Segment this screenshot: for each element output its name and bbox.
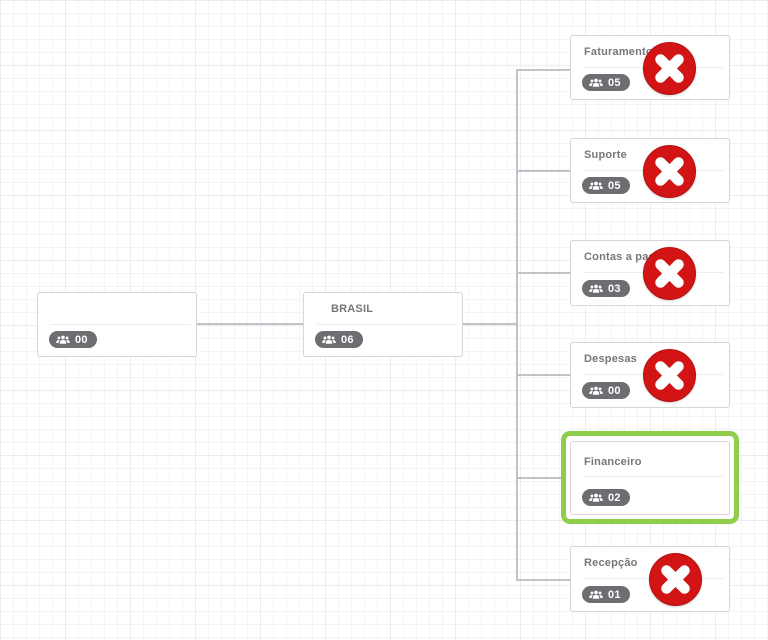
member-count: 00 [75,333,88,346]
node-title: Financeiro [584,456,642,468]
users-icon [589,590,603,600]
connector-stub-financeiro [517,477,561,479]
node-title: Recepção [584,557,638,569]
member-count-badge: 06 [315,331,363,348]
delete-node-button[interactable] [643,349,696,402]
member-count: 01 [608,588,621,601]
delete-node-button[interactable] [643,145,696,198]
node-divider [50,324,191,325]
users-icon [322,335,336,345]
member-count-badge: 03 [582,280,630,297]
member-count-badge: 05 [582,74,630,91]
connector-root-brasil [197,323,303,325]
node-title: Faturamento [584,46,653,58]
users-icon [589,386,603,396]
member-count-badge: 05 [582,177,630,194]
users-icon [589,78,603,88]
connector-trunk [516,69,518,581]
member-count: 03 [608,282,621,295]
org-node-contas-a-pagar[interactable]: Contas a pagar 03 [570,240,730,306]
connector-stub-faturamento [517,69,570,71]
connector-stub-despesas [517,374,570,376]
member-count: 02 [608,491,621,504]
member-count: 00 [608,384,621,397]
member-count-badge: 01 [582,586,630,603]
org-node-suporte[interactable]: Suporte 05 [570,138,730,203]
delete-x-icon [643,247,696,300]
org-node-despesas[interactable]: Despesas 00 [570,342,730,408]
node-divider [583,476,724,477]
connector-stub-recepcao [517,579,570,581]
delete-node-button[interactable] [643,42,696,95]
node-title: Suporte [584,149,627,161]
node-divider [316,324,457,325]
delete-x-icon [643,145,696,198]
node-title: Contas a pagar [584,251,667,263]
delete-node-button[interactable] [649,553,702,606]
org-node-faturamento[interactable]: Faturamento 05 [570,35,730,100]
org-node-financeiro[interactable]: Financeiro 02 [570,441,730,515]
connector-stub-contas-a-pagar [517,272,570,274]
delete-x-icon [643,349,696,402]
org-node-root[interactable]: 00 [37,292,197,357]
node-title: BRASIL [331,303,374,315]
users-icon [56,335,70,345]
member-count: 06 [341,333,354,346]
org-node-recepcao[interactable]: Recepção 01 [570,546,730,612]
org-node-brasil[interactable]: BRASIL 06 [303,292,463,357]
node-title: Despesas [584,353,637,365]
connector-stub-suporte [517,170,570,172]
users-icon [589,181,603,191]
delete-x-icon [643,42,696,95]
users-icon [589,284,603,294]
users-icon [589,493,603,503]
member-count-badge: 00 [49,331,97,348]
delete-node-button[interactable] [643,247,696,300]
member-count-badge: 00 [582,382,630,399]
connector-brasil-trunk [463,323,517,325]
member-count: 05 [608,179,621,192]
member-count-badge: 02 [582,489,630,506]
delete-x-icon [649,553,702,606]
member-count: 05 [608,76,621,89]
